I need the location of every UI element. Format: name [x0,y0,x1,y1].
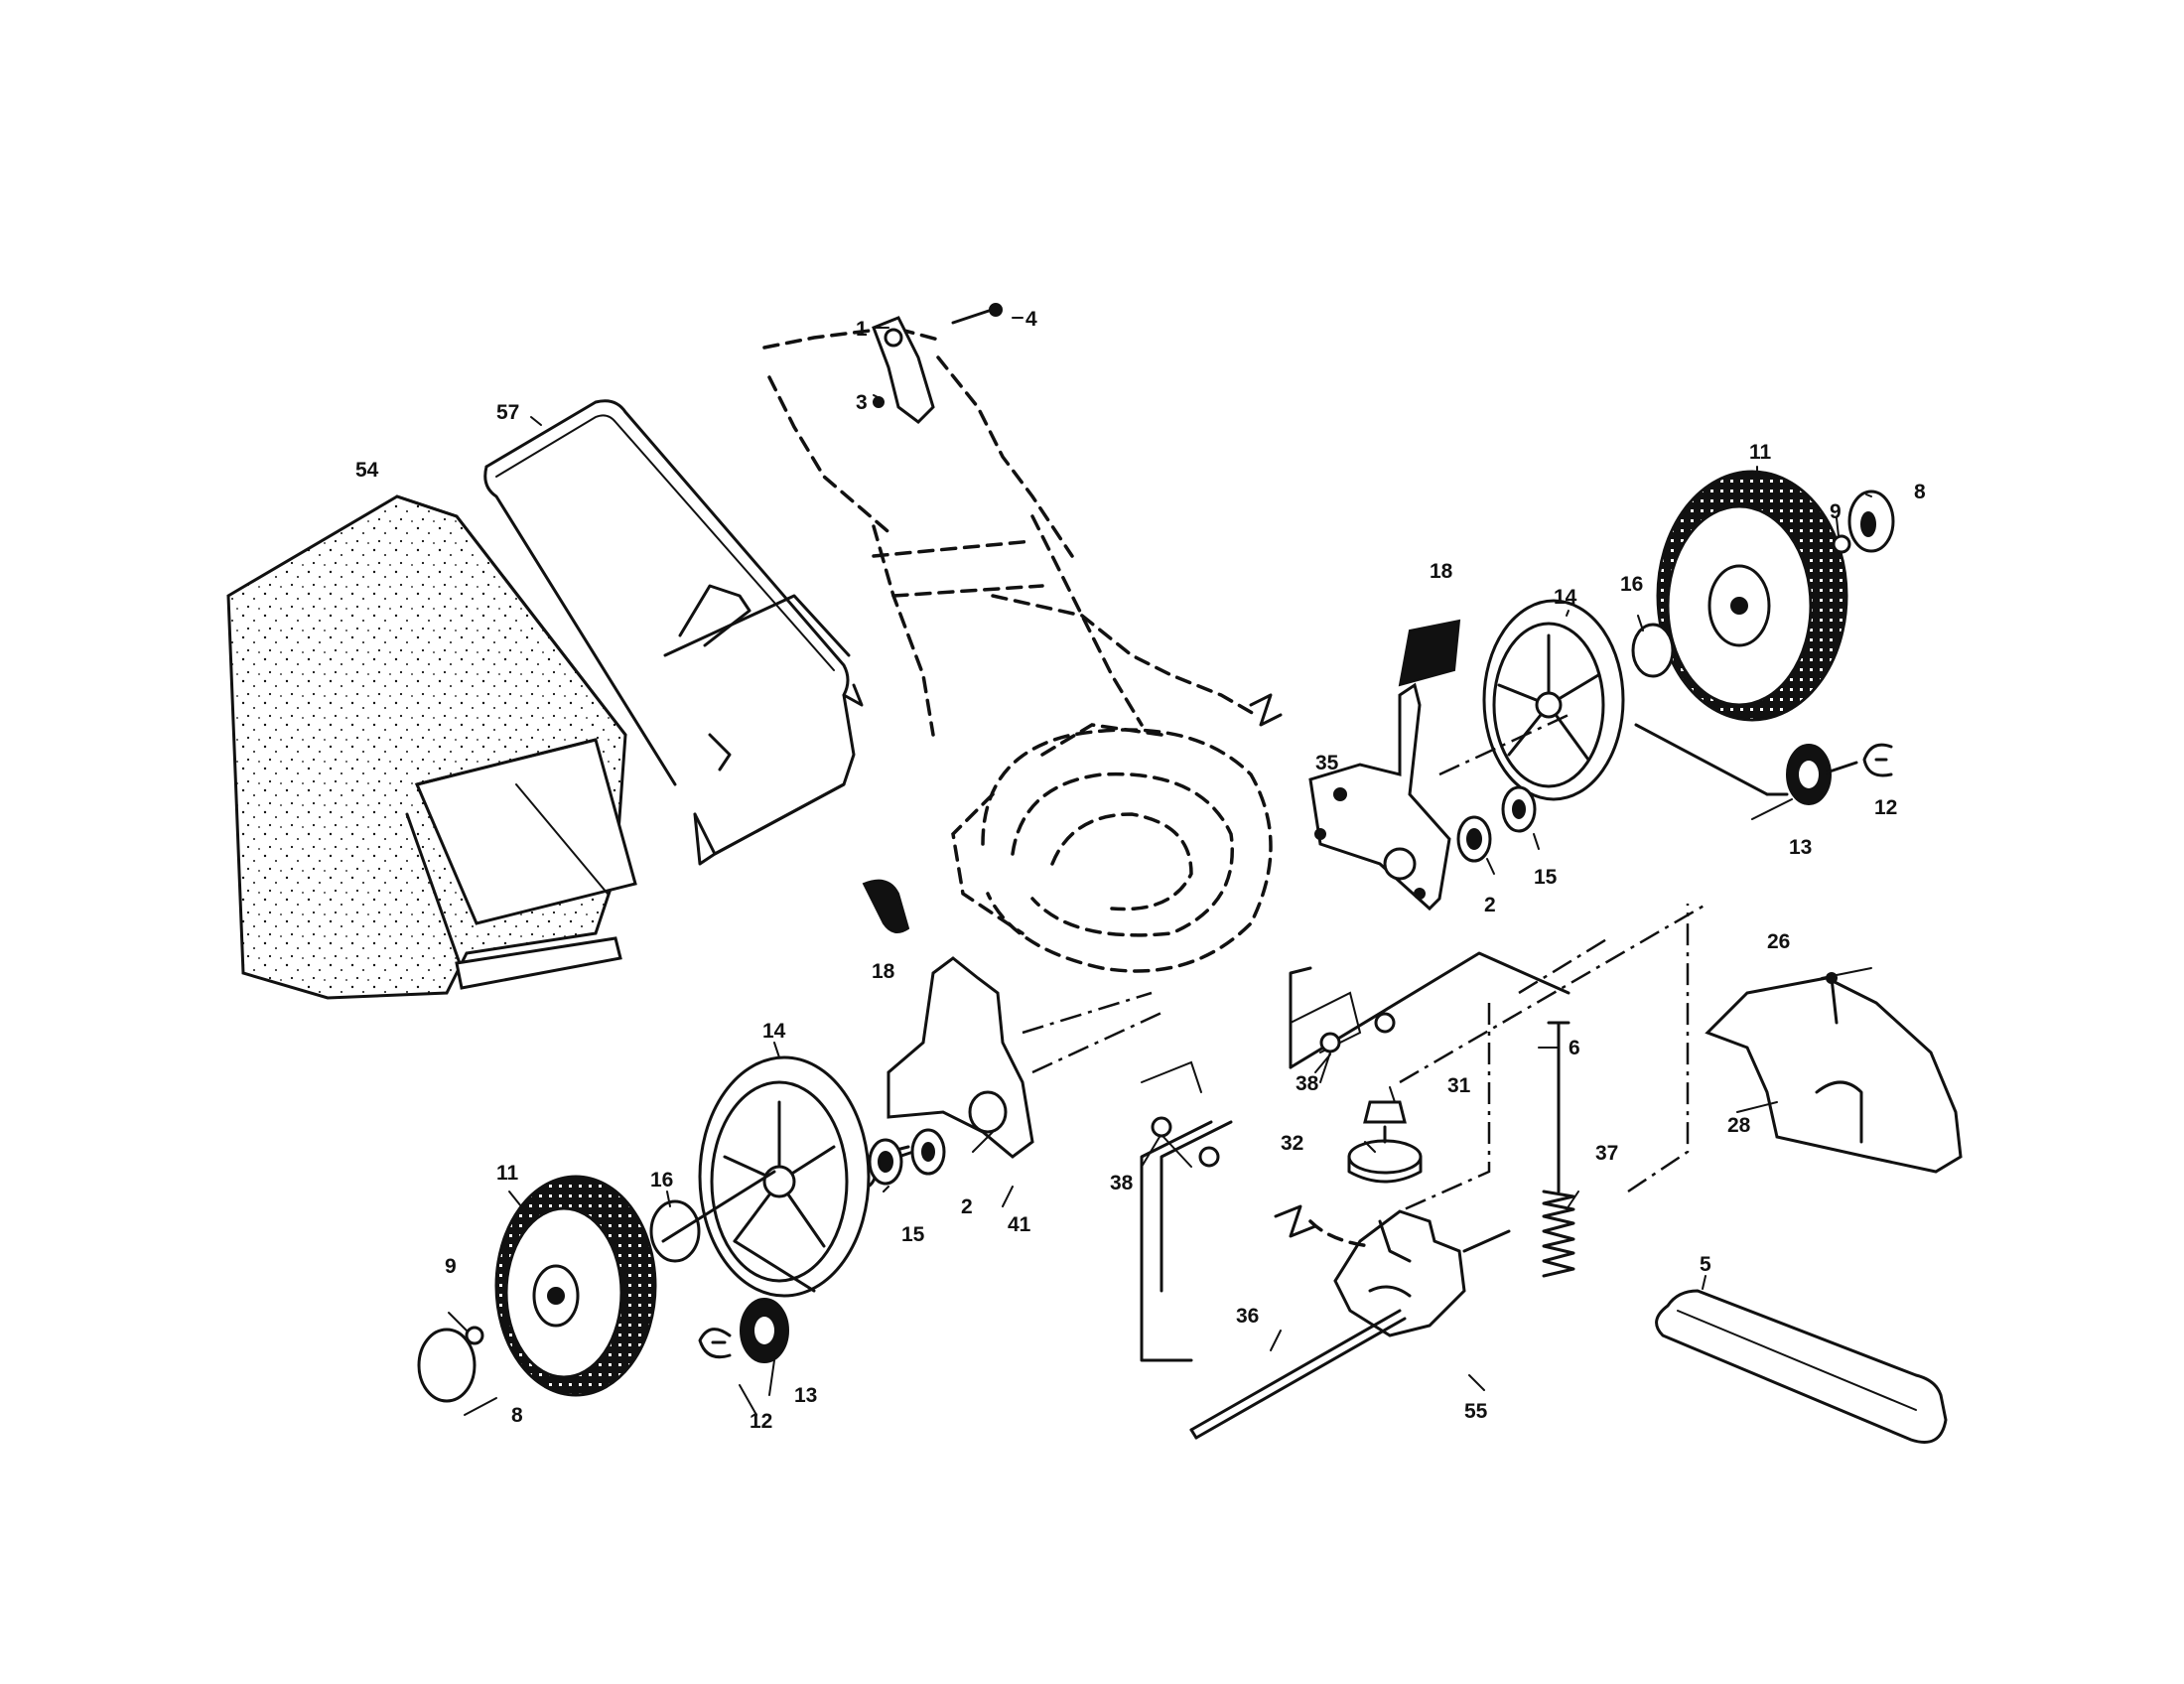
callout-3: 3 [856,391,868,414]
callout-26: 26 [1767,930,1790,953]
bolt-and-spring [1542,1021,1575,1278]
grip-left [862,879,910,933]
callout-8-left: 8 [511,1404,523,1427]
tube [1328,1307,1521,1412]
callout-35: 35 [1315,752,1339,774]
callout-55: 55 [1464,1400,1488,1423]
grip-right [1398,619,1461,687]
callout-2-right: 2 [1484,894,1496,916]
discharge-chute-cover [1705,972,1963,1174]
bag-frame [483,399,864,866]
callout-6: 6 [1569,1037,1580,1059]
handle-outline [762,326,1258,737]
callout-12-right: 12 [1874,796,1897,819]
gear-left [698,1298,789,1363]
callout-57: 57 [496,401,519,424]
callout-9-right: 9 [1830,500,1842,523]
callout-41: 41 [1008,1213,1031,1236]
callout-32: 32 [1281,1132,1303,1155]
callout-18-top: 18 [1430,560,1453,583]
bearing-right [1456,785,1537,863]
callout-5: 5 [1700,1253,1711,1276]
gear-right [1634,723,1832,805]
callout-12-left: 12 [750,1410,772,1433]
mower-deck-outline [951,723,1273,973]
hubcap-right [1847,490,1895,553]
callout-15-left: 15 [901,1223,925,1246]
callout-31: 31 [1447,1074,1471,1097]
drive-wheel-left [698,1055,871,1298]
callout-2-left: 2 [961,1195,973,1218]
rear-wheel-right [1656,470,1848,722]
callout-36: 36 [1236,1305,1259,1328]
callout-1: 1 [856,318,868,341]
clip-right [1862,743,1893,777]
callout-14-right: 14 [1554,586,1577,609]
break-symbol-upper [1249,693,1283,727]
drive-belt [1655,1289,1948,1444]
leader-lines [448,317,1872,1416]
break-symbol-lower [1274,1204,1317,1238]
drive-wheel-right [1482,599,1625,801]
grass-bag [226,494,637,1000]
callout-13-right: 13 [1789,836,1812,859]
nuts-group [1141,1012,1396,1168]
callout-11-right: 11 [1749,441,1772,464]
washer-left [649,1199,701,1263]
callout-28: 28 [1727,1114,1751,1137]
callout-4: 4 [1025,308,1037,331]
height-adjuster-right [1308,682,1451,912]
nut-right [1832,534,1851,554]
hubcap-left [417,1328,477,1403]
callout-38-right: 38 [1296,1072,1319,1095]
callout-16-right: 16 [1620,573,1643,596]
callout-13-left: 13 [794,1384,817,1407]
callout-14-left: 14 [762,1020,786,1043]
nut-left [465,1326,484,1345]
pulley [1347,1100,1423,1184]
callout-labels: 1 3 4 57 54 11 9 8 18 14 16 35 12 13 2 1… [355,308,1926,1433]
rear-wheel-left [494,1175,657,1397]
callout-38-left: 38 [1110,1172,1134,1194]
washer-right [1631,623,1675,678]
drive-axle [1189,1309,1407,1440]
callout-15-right: 15 [1534,866,1558,889]
callout-11-left: 11 [496,1162,519,1185]
callout-9-left: 9 [445,1255,457,1278]
gearbox [1333,1209,1466,1337]
callout-18-bottom: 18 [872,960,895,983]
transmission-bracket-lines [1140,902,1708,1362]
callout-16-left: 16 [650,1169,673,1192]
bearing-left [868,1128,946,1186]
control-bail [872,303,1003,424]
callout-54: 54 [355,459,379,482]
callout-37: 37 [1595,1142,1618,1165]
callout-8-right: 8 [1914,481,1926,503]
